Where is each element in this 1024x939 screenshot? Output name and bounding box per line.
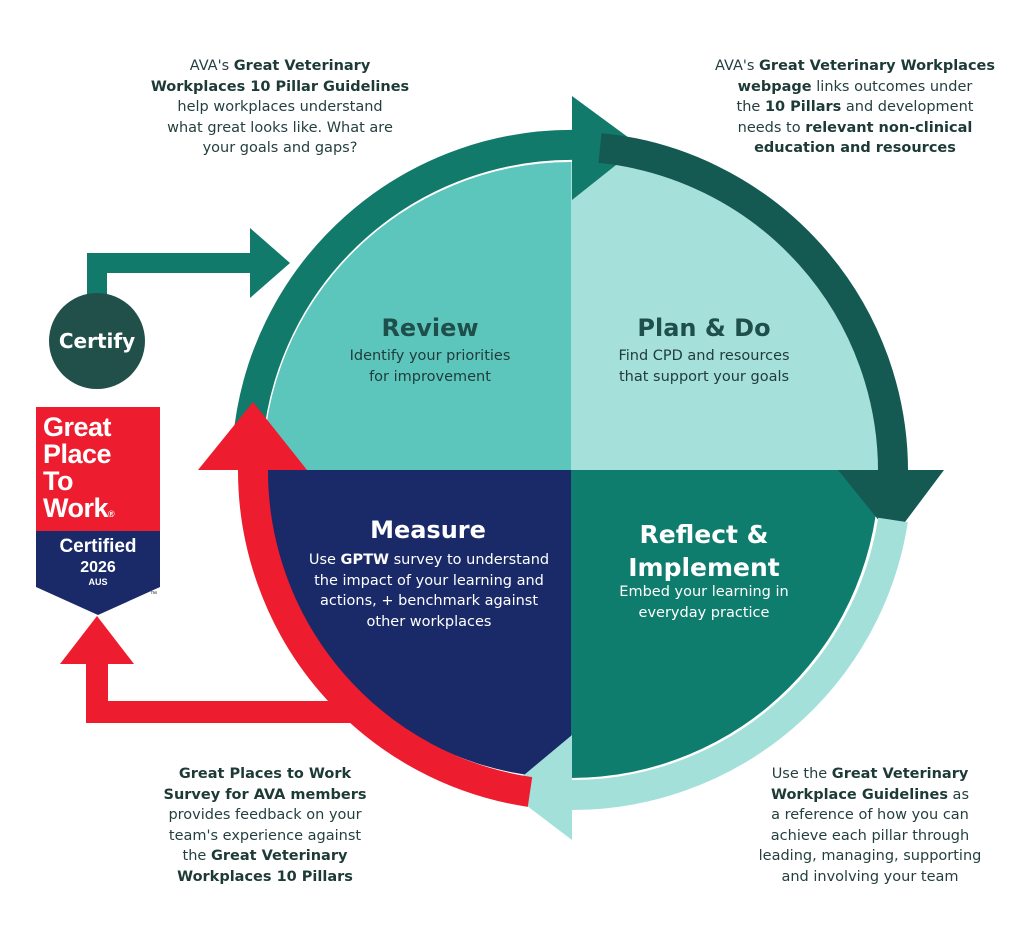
measure-text-line2: the impact of your learning and	[314, 572, 544, 589]
note-tr-l5-bold: education and resources	[754, 140, 956, 156]
review-text-line2: for improvement	[369, 368, 491, 385]
note-tr-l3-post: and development	[841, 99, 974, 115]
note-tl-l2-bold: Workplaces 10 Pillar Guidelines	[150, 78, 410, 95]
reflect-text-line1: Embed your learning in	[619, 584, 789, 600]
top-arc-arrow	[233, 129, 581, 442]
reflect-title-line1: Reflect &	[639, 520, 769, 549]
measure-text-line3: actions, + benchmark against	[319, 593, 539, 609]
plan-do-title: Plan & Do	[637, 314, 771, 342]
plan-do-text: Find CPD and resources that support your…	[574, 346, 834, 387]
note-tr-l2-post: links outcomes under	[811, 78, 973, 95]
reflect-title: Reflect & Implement	[594, 518, 814, 584]
note-br-l4: achieve each pillar through	[770, 827, 970, 844]
reflect-text-line2: everyday practice	[638, 604, 770, 621]
note-tl-l5: your goals and gaps?	[202, 140, 358, 156]
gptw-badge-top: Great Place To Work®	[36, 407, 160, 531]
gptw-trademark: ™	[150, 591, 157, 598]
measure-quadrant	[263, 470, 571, 778]
red-branch-arrow-head	[60, 616, 134, 664]
note-tl-l3: help workplaces understand	[177, 99, 383, 115]
bottom-arc-arrow	[569, 517, 908, 811]
measure-title: Measure	[370, 516, 486, 544]
plan-do-text-line1: Find CPD and resources	[618, 348, 790, 364]
measure-text: Use GPTW survey to understand the impact…	[298, 550, 560, 632]
note-tr-l3-pre: the	[736, 99, 765, 115]
review-text: Identify your priorities for improvement	[300, 346, 560, 387]
note-tr-l4-bold: relevant non-clinical	[805, 119, 973, 136]
review-text-line1: Identify your priorities	[349, 348, 511, 364]
note-tr-l2-bold: webpage	[737, 78, 812, 95]
gptw-line1: Great	[43, 412, 112, 442]
note-tr-l1-pre: AVA's	[714, 58, 760, 74]
note-tl-l4: what great looks like. What are	[167, 119, 393, 136]
gptw-line4: Work	[43, 493, 109, 523]
right-arrow-head	[838, 470, 944, 538]
gptw-year: 2026	[80, 559, 116, 576]
note-top-right: AVA's Great Veterinary Workplaces webpag…	[700, 56, 1010, 159]
gptw-line2: Place	[43, 439, 112, 469]
note-tl-l1-pre: AVA's	[189, 58, 234, 74]
reflect-text: Embed your learning in everyday practice	[574, 582, 834, 623]
gptw-badge: Great Place To Work® Certified 2026 AUS	[36, 407, 160, 615]
gptw-badge-bottom	[36, 531, 160, 615]
review-quadrant	[263, 162, 571, 470]
note-bl-l1-bold: Great Places to Work	[178, 766, 352, 782]
note-bottom-right: Use the Great Veterinary Workplace Guide…	[735, 764, 1005, 887]
gptw-certified: Certified	[59, 536, 137, 557]
measure-text-line1-post: survey to understand	[388, 552, 550, 568]
gptw-country: AUS	[88, 577, 108, 587]
note-bl-l2-bold: Survey for AVA members	[163, 786, 367, 803]
gptw-line4-wrap: Work®	[43, 495, 160, 528]
note-br-l2-post: as	[947, 786, 970, 803]
bottom-arrow-head	[506, 735, 572, 840]
note-bl-l5-bold: Great Veterinary	[210, 848, 348, 864]
gptw-blue-text: Certified 2026 AUS	[36, 536, 160, 588]
note-bl-l5-pre: the	[182, 848, 211, 864]
note-bl-l4: team's experience against	[168, 827, 362, 844]
left-arrow-head	[198, 402, 307, 470]
certify-label: Certify	[58, 329, 136, 353]
reflect-quadrant	[571, 470, 879, 778]
plan-do-quadrant	[571, 162, 879, 470]
note-br-l6: and involving your team	[781, 868, 959, 885]
gptw-blue-shape	[36, 531, 160, 615]
measure-text-line1-pre: Use	[308, 552, 341, 568]
gptw-line3: To	[43, 466, 73, 496]
note-br-l5: leading, managing, supporting	[758, 848, 982, 864]
certify-line	[87, 253, 255, 296]
note-tr-l3-bold: 10 Pillars	[764, 99, 842, 115]
note-bl-l3: provides feedback on your	[168, 807, 362, 823]
red-branch-line	[86, 660, 360, 723]
left-arc-arrow	[237, 469, 533, 807]
measure-text-line1-bold: GPTW	[340, 552, 389, 568]
note-tr-l1-bold: Great Veterinary Workplaces	[759, 58, 996, 74]
note-tl-l1-bold: Great Veterinary	[233, 58, 371, 74]
measure-text-line4: other workplaces	[366, 613, 492, 630]
reflect-title-line2: Implement	[628, 553, 780, 582]
note-br-l3: a reference of how you can	[771, 807, 969, 823]
certify-arrow-head	[250, 228, 290, 298]
note-br-l2-bold: Workplace Guidelines	[770, 786, 948, 803]
note-bl-l6-bold: Workplaces 10 Pillars	[177, 868, 353, 885]
note-tr-l4-pre: needs to	[737, 119, 806, 136]
review-title: Review	[381, 314, 479, 342]
note-bottom-left: Great Places to Work Survey for AVA memb…	[140, 764, 390, 887]
certify-circle: Certify	[49, 293, 145, 389]
note-br-l1-pre: Use the	[771, 766, 832, 782]
right-arc-arrow	[598, 133, 909, 476]
note-br-l1-bold: Great Veterinary	[831, 766, 969, 782]
plan-do-text-line2: that support your goals	[618, 368, 790, 385]
gptw-registered: ®	[108, 509, 115, 519]
note-top-left: AVA's Great Veterinary Workplaces 10 Pil…	[150, 56, 410, 159]
